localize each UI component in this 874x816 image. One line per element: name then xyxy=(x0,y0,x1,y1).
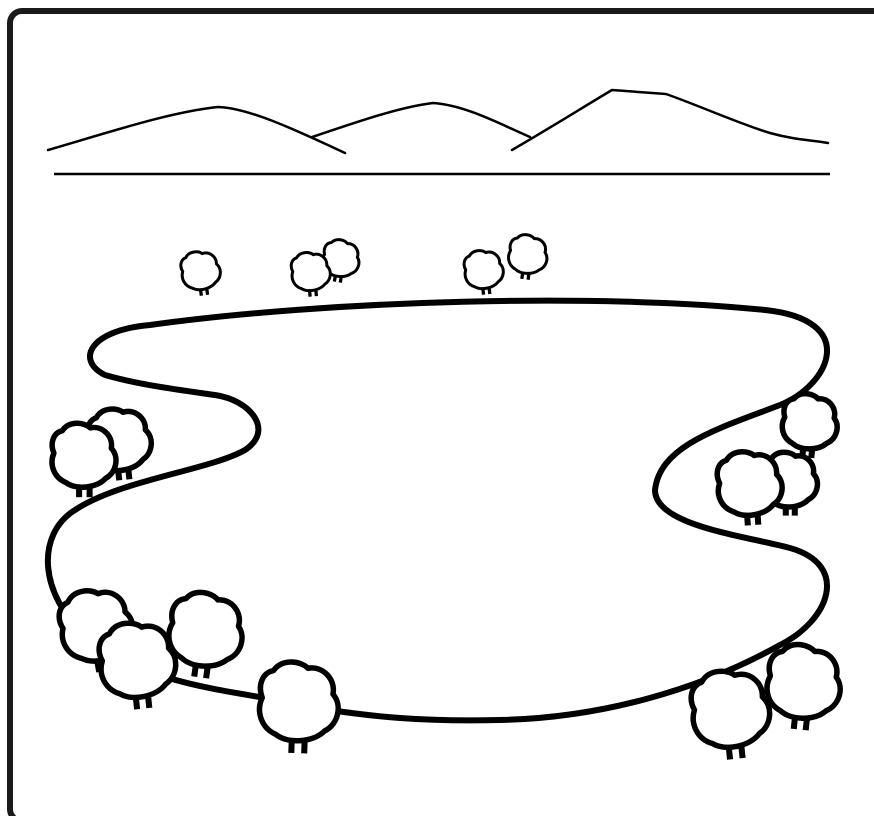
mountain-range xyxy=(46,88,830,155)
shore-tree-group xyxy=(49,390,843,760)
mountain-middle xyxy=(310,101,532,139)
tree-canopy xyxy=(289,251,332,293)
tree-canopy xyxy=(166,589,245,669)
tree-canopy xyxy=(49,420,119,490)
far-tree-3 xyxy=(289,251,332,297)
far-tree-2 xyxy=(320,238,361,283)
tree-canopy xyxy=(179,250,222,292)
lake xyxy=(44,297,830,724)
tree-canopy xyxy=(462,249,505,291)
far-tree-4 xyxy=(507,233,549,280)
shore-tree-2 xyxy=(49,420,119,498)
shore-tree-8 xyxy=(96,620,179,710)
mountain-left xyxy=(46,105,347,155)
far-tree-1 xyxy=(179,250,222,296)
mountain-right xyxy=(510,88,830,152)
tree-canopy xyxy=(688,668,773,750)
shore-tree-10 xyxy=(764,641,843,731)
shore-tree-11 xyxy=(688,668,773,760)
tree-canopy xyxy=(256,659,341,744)
tree-canopy xyxy=(714,449,785,519)
tree-canopy xyxy=(779,390,840,452)
tree-canopy xyxy=(96,620,179,701)
far-tree-group xyxy=(179,233,549,297)
tree-canopy xyxy=(320,238,361,279)
far-tree-5 xyxy=(462,249,505,295)
tree-canopy xyxy=(764,641,843,721)
shore-tree-5 xyxy=(714,449,785,526)
shore-tree-7 xyxy=(166,589,245,679)
tree-canopy xyxy=(507,233,549,275)
shore-tree-9 xyxy=(256,659,341,754)
